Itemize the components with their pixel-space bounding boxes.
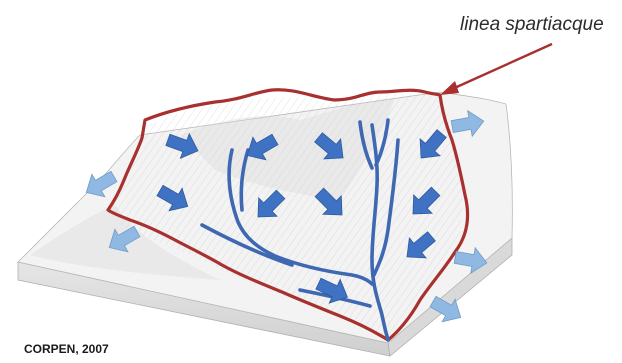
watershed-line-label: linea spartiacque (460, 14, 604, 36)
source-credit: CORPEN, 2007 (24, 342, 109, 356)
pointer-arrow-icon (440, 44, 552, 95)
